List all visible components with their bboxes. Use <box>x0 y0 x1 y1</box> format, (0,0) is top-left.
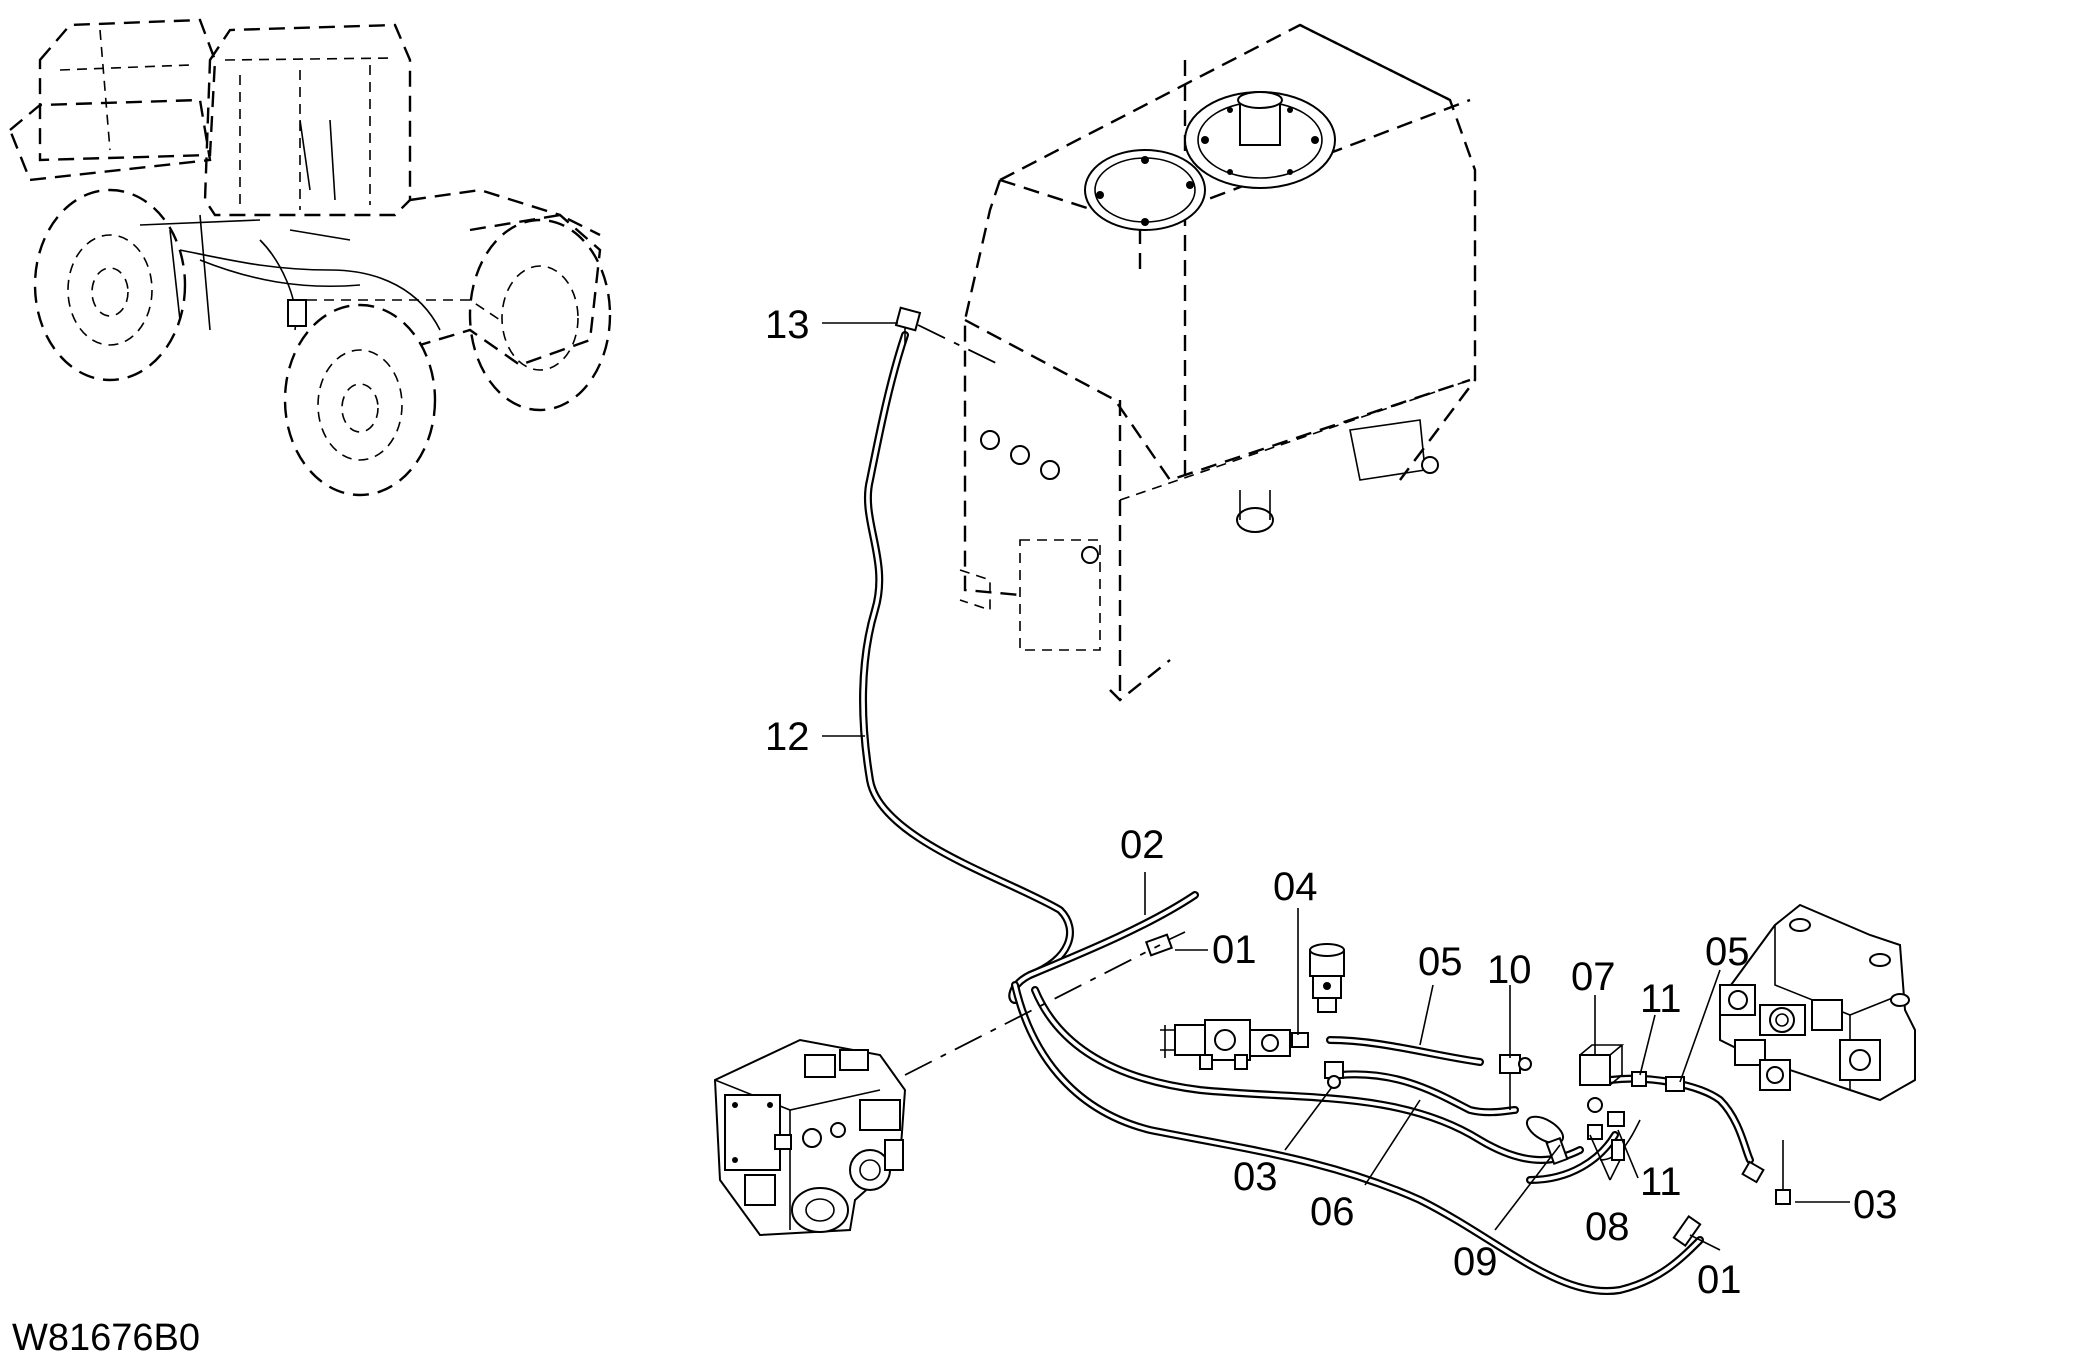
hose-12 <box>859 331 1074 979</box>
hydraulic-tank-illustration <box>959 23 1477 702</box>
fitting-03-right <box>1775 1140 1791 1205</box>
callout-13: 13 <box>765 303 810 347</box>
fitting-08 <box>1587 1097 1603 1140</box>
hydraulic-pump <box>713 1038 907 1237</box>
drawing-code: W81676B0 <box>12 1317 200 1359</box>
pressure-switch <box>1309 943 1345 1013</box>
fitting-13 <box>894 306 922 345</box>
brake-valve-component <box>1160 1019 1291 1070</box>
fitting-03-left <box>1324 1061 1344 1089</box>
leader-tank-13 <box>917 324 1001 366</box>
fitting-01-right <box>1741 1160 1765 1184</box>
callout-08: 08 <box>1585 1205 1630 1249</box>
callout-10: 10 <box>1487 948 1532 992</box>
callout-11-upper: 11 <box>1640 977 1682 1021</box>
leader-pump-01 <box>904 944 1161 1076</box>
callout-12: 12 <box>765 715 810 759</box>
callout-07: 07 <box>1571 955 1616 999</box>
hose-02 <box>1008 891 1199 1004</box>
clamp-09 <box>1525 1115 1569 1166</box>
callout-06: 06 <box>1310 1190 1355 1234</box>
brake-valve-block <box>1719 903 1916 1102</box>
long-lower-hoses <box>1011 981 1704 1296</box>
fitting-05-right <box>1665 1076 1685 1092</box>
callout-01-upper: 01 <box>1212 928 1257 972</box>
callout-03-right: 03 <box>1853 1183 1898 1227</box>
fitting-11-lower <box>1607 1111 1625 1161</box>
callout-04: 04 <box>1273 865 1318 909</box>
fitting-10 <box>1499 1054 1532 1110</box>
block-07 <box>1579 1044 1625 1086</box>
fitting-01-upper <box>1144 931 1186 957</box>
callout-09: 09 <box>1453 1240 1498 1284</box>
fitting-11-upper <box>1631 1071 1647 1087</box>
fitting-04 <box>1291 1032 1309 1048</box>
callout-11-lower: 11 <box>1640 1160 1682 1204</box>
callout-05-right: 05 <box>1705 930 1750 974</box>
callout-05-left: 05 <box>1418 940 1463 984</box>
callout-03-left: 03 <box>1233 1155 1278 1199</box>
machine-overview-illustration <box>8 18 612 497</box>
callout-leaders <box>822 322 1850 1251</box>
callout-01-lower: 01 <box>1697 1258 1742 1302</box>
fitting-01-lower <box>1672 1214 1702 1248</box>
callout-02: 02 <box>1120 823 1165 867</box>
